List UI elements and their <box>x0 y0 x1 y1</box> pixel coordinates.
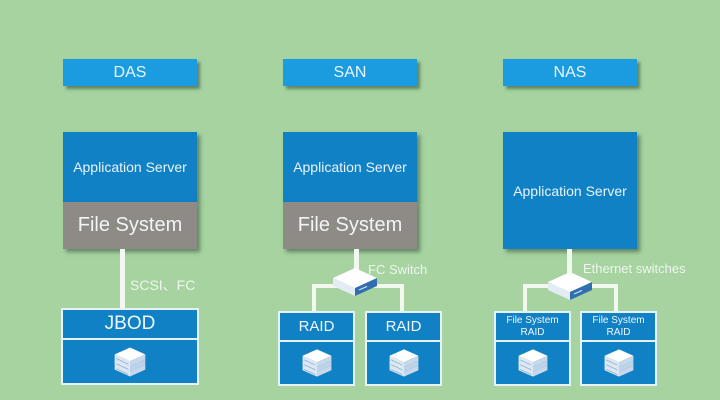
disk-stack-icon <box>603 349 635 377</box>
nas-connector-line <box>567 249 572 274</box>
san-branch-left <box>312 284 316 311</box>
disk-stack-icon <box>388 349 420 377</box>
disk-stack-icon <box>517 349 549 377</box>
nas-raid-storage-2: File System RAID <box>580 311 657 386</box>
nas-storage-label: File System RAID <box>582 313 655 340</box>
san-switch-label: FC Switch <box>368 262 428 277</box>
file-system-label: File System <box>506 314 559 326</box>
nas-branch-right <box>614 284 618 311</box>
nas-branch-left <box>523 284 527 311</box>
san-raid-storage-1: RAID <box>278 311 355 386</box>
raid-label: RAID <box>367 313 440 340</box>
disk-stack-icon <box>113 347 147 377</box>
das-connector-line <box>120 249 125 309</box>
switch-icon <box>548 272 592 302</box>
nas-raid-storage-1: File System RAID <box>494 311 571 386</box>
raid-disk-area <box>496 342 569 384</box>
san-connector-line <box>354 249 359 274</box>
jbod-disk-area <box>63 340 197 383</box>
san-title: SAN <box>283 59 417 86</box>
raid-disk-area <box>280 342 353 384</box>
raid-label: RAID <box>520 326 545 338</box>
jbod-label: JBOD <box>63 310 197 338</box>
raid-label: RAID <box>280 313 353 340</box>
das-connection-label: SCSI、FC <box>130 277 196 293</box>
nas-switch-label: Ethernet switches <box>583 261 686 276</box>
raid-disk-area <box>582 342 655 384</box>
das-application-server: Application Server <box>63 132 197 202</box>
san-raid-storage-2: RAID <box>365 311 442 386</box>
das-jbod-storage: JBOD <box>61 308 199 385</box>
das-title: DAS <box>63 59 197 86</box>
das-file-system: File System <box>63 202 197 249</box>
raid-disk-area <box>367 342 440 384</box>
file-system-label: File System <box>592 314 645 326</box>
raid-label: RAID <box>606 326 631 338</box>
san-application-server: Application Server <box>283 132 417 202</box>
disk-stack-icon <box>301 349 333 377</box>
san-file-system: File System <box>283 202 417 249</box>
san-branch-right <box>400 284 404 311</box>
nas-title: NAS <box>503 59 637 86</box>
nas-application-server: Application Server <box>503 132 637 249</box>
nas-storage-label: File System RAID <box>496 313 569 340</box>
